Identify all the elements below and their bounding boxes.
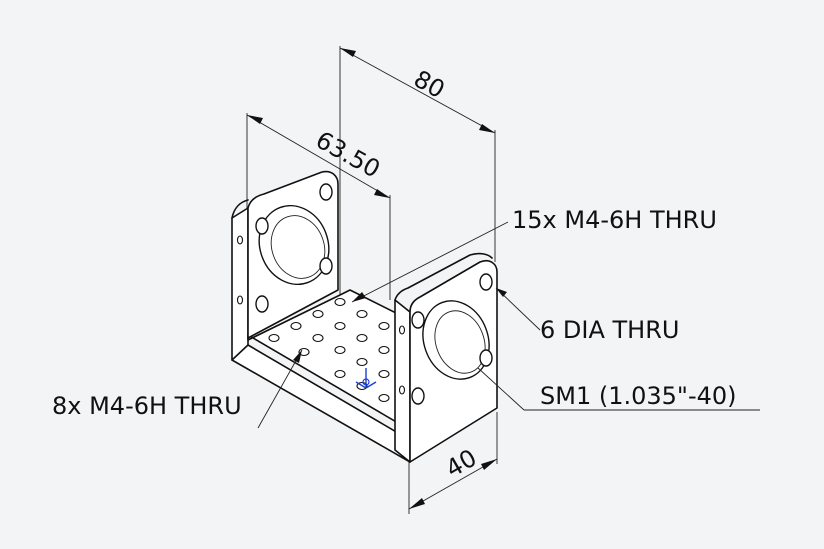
origin-triad (355, 368, 377, 389)
base-hole-grid (268, 297, 390, 403)
callout-15x-holes: 15x M4-6H THRU (512, 206, 717, 234)
leader-8x (257, 349, 303, 429)
leader-sm1 (477, 367, 760, 411)
right-plate-bore (422, 300, 490, 380)
leader-6-dia (495, 287, 541, 331)
leader-15x (351, 221, 509, 303)
bracket-part (231, 170, 498, 463)
left-plate-hole (255, 217, 269, 235)
left-plate-side (231, 207, 249, 361)
left-plate-hole (319, 257, 333, 275)
left-plate-hole (319, 183, 333, 201)
dimension-80-label: 80 (409, 65, 449, 104)
callout-6-dia: 6 DIA THRU (540, 316, 679, 344)
left-plate-hole (255, 295, 269, 313)
callout-sm1-thread: SM1 (1.035"-40) (540, 382, 737, 410)
right-plate-hole (411, 387, 425, 405)
right-plate-hole (479, 349, 493, 367)
right-plate-side (394, 299, 411, 463)
callout-8x-holes: 8x M4-6H THRU (52, 392, 242, 420)
right-plate-hole (411, 311, 425, 329)
dimension-40-label: 40 (441, 444, 481, 484)
right-plate-hole (479, 273, 493, 291)
